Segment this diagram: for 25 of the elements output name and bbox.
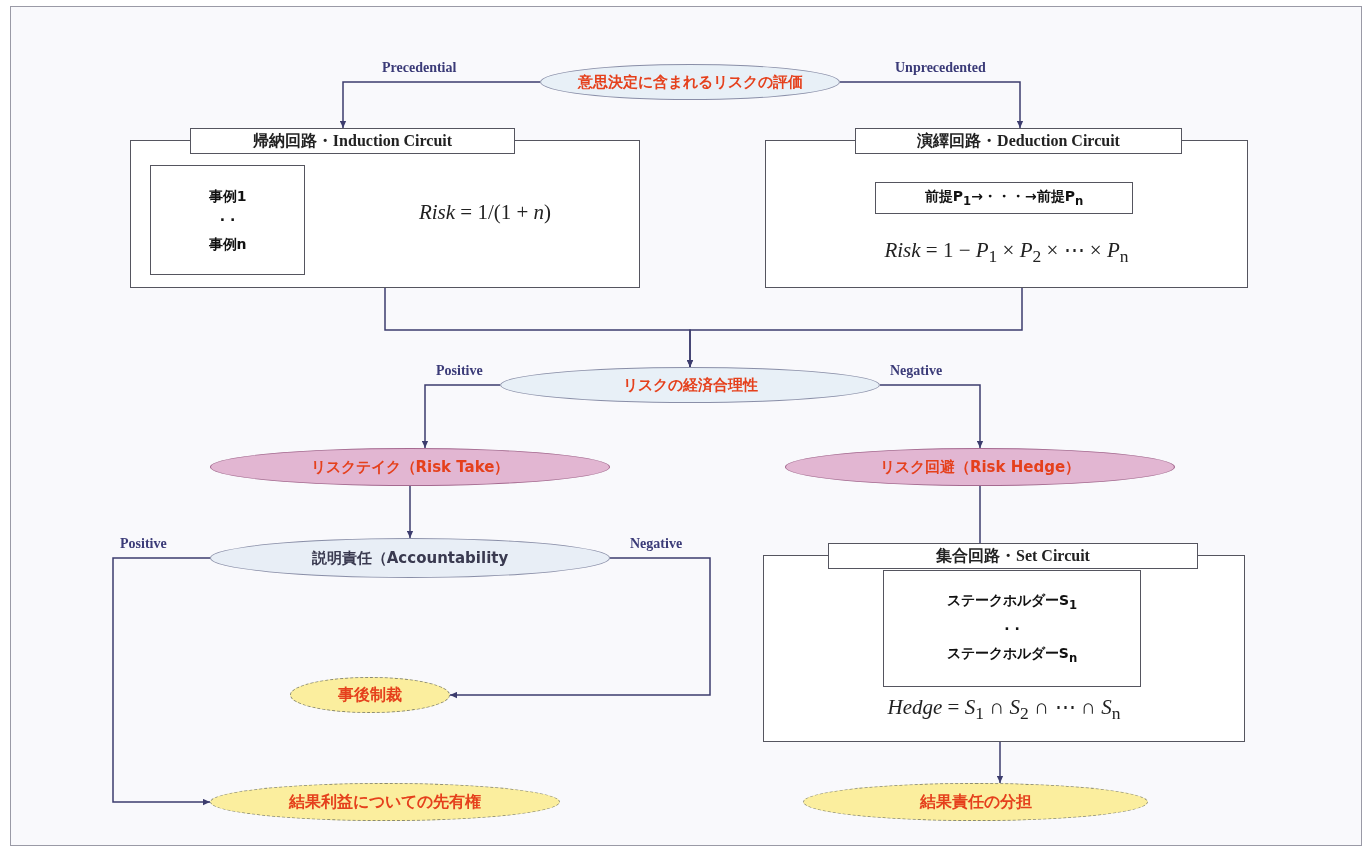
arrow xyxy=(879,384,984,449)
arrow xyxy=(686,287,1023,368)
formula: Risk = 1 − P$_{1}$ × P$_{2}$ × ⋯ × P$_{n}$ xyxy=(883,238,1130,268)
arrow xyxy=(112,557,211,806)
premise-box: 前提P$_{1}$→・・・→前提P$_{n}$ xyxy=(875,182,1133,214)
circuit-box xyxy=(765,128,1248,288)
circuit-box xyxy=(763,543,1245,742)
arrow xyxy=(996,741,1004,784)
edge-label: Negative xyxy=(888,363,945,379)
arrow xyxy=(839,81,1024,129)
box-heading: 集合回路・Set Circuit xyxy=(828,543,1198,569)
stakeholder-list-box: ステークホルダーS$_{1}$ · · ステークホルダーS$_{n}$ xyxy=(883,570,1141,687)
arrow xyxy=(406,485,414,539)
arrow xyxy=(421,384,501,449)
circuit-box xyxy=(130,128,640,288)
arrow xyxy=(449,557,711,699)
arrow xyxy=(339,81,541,129)
connector-line xyxy=(979,485,981,544)
formula: Risk = 1/(1 + n) xyxy=(417,200,553,225)
case-list-box: 事例1 · · 事例n xyxy=(150,165,305,275)
box-heading: 帰納回路・Induction Circuit xyxy=(190,128,515,154)
formula: Hedge = S$_{1}$ ∩ S$_{2}$ ∩ ⋯ ∩ S$_{n}$ xyxy=(886,695,1122,725)
edge-label: Unprecedented xyxy=(893,60,988,76)
edge-label: Negative xyxy=(628,536,685,552)
box-heading: 演繹回路・Deduction Circuit xyxy=(855,128,1182,154)
